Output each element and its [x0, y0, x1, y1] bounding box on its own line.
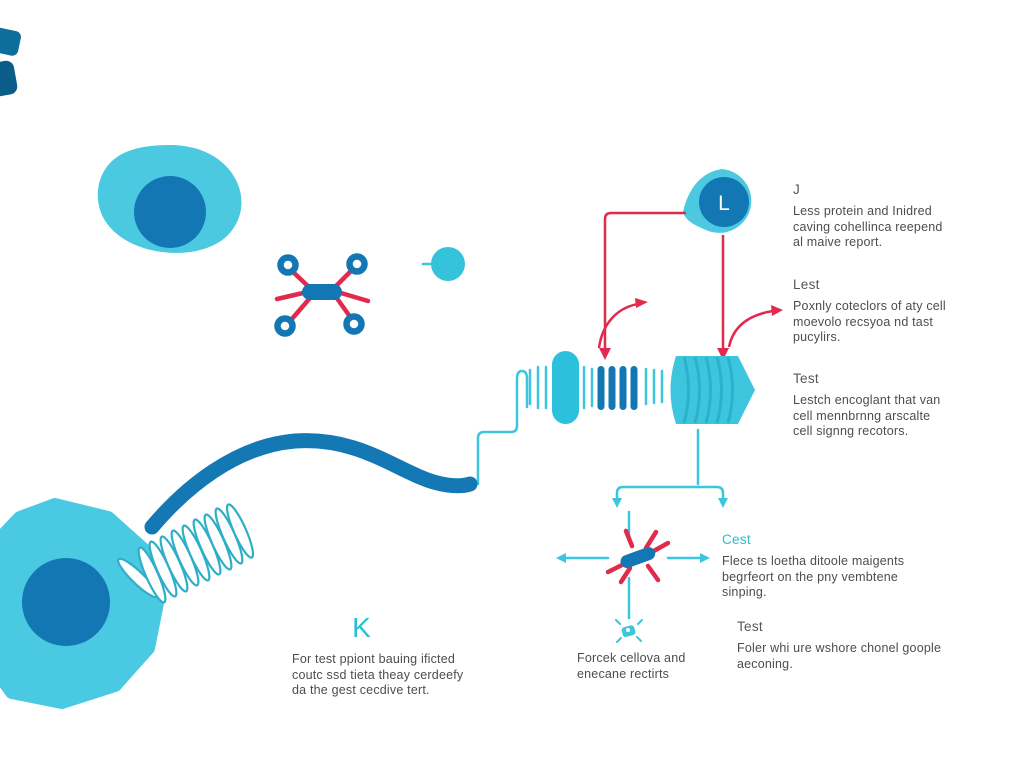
annotation-body: Flece ts loetha ditoole maigents begrfeo…	[722, 554, 905, 599]
annotation-body: Lestch encoglant that van cell mennbrnng…	[793, 393, 941, 438]
caption-bottom-left: For test ppiont bauing ificted coutc ssd…	[292, 652, 472, 699]
caption-bottom-middle: Forcek cellova and enecane rectirts	[577, 651, 717, 682]
cell-top-left	[97, 145, 242, 253]
caption-body: Forcek cellova and enecane rectirts	[577, 651, 686, 681]
cell-nucleus	[22, 558, 110, 646]
caption-body: For test ppiont bauing ificted coutc ssd…	[292, 652, 464, 697]
cell-bottom-left	[0, 498, 255, 709]
annotation-heading: J	[793, 182, 801, 197]
membrane	[476, 351, 755, 486]
ligand-dot-icon	[421, 247, 465, 281]
small-receptor-glyph	[615, 619, 643, 643]
annotation-heading: Lest	[793, 277, 820, 292]
annotation-bottom-right: Test Foler whi ure wshore chonel goople …	[737, 619, 977, 672]
effector-molecule	[556, 510, 710, 643]
membrane-ticks	[528, 365, 664, 410]
ligand-label: L	[718, 192, 730, 215]
membrane-pill	[552, 351, 579, 424]
annotation-lower-right: Test Lestch encoglant that van cell menn…	[793, 371, 983, 440]
membrane-dark-bars	[597, 366, 638, 410]
coil-receptor	[117, 503, 255, 604]
annotation-heading: Cest	[722, 532, 751, 547]
signal-tail-squiggle	[144, 433, 478, 535]
receptor-complex-icon	[274, 253, 371, 337]
membrane-connector-line	[476, 369, 529, 486]
curved-arrow-left	[597, 302, 639, 349]
signal-red-lines	[597, 211, 783, 360]
cell-nucleus	[134, 176, 206, 248]
membrane-chevron-block	[670, 356, 755, 424]
annotation-top-right: J Less protein and Inidred caving cohell…	[793, 182, 983, 251]
annotation-mid-right: Lest Poxnly coteclors of aty cell moevol…	[793, 277, 983, 346]
annotation-body: Less protein and Inidred caving cohellin…	[793, 204, 943, 249]
annotation-heading: Test	[793, 371, 819, 386]
annotation-body: Foler whi ure wshore chonel goople aecon…	[737, 641, 942, 671]
ligand-pin: L	[683, 169, 752, 233]
effector-spikes	[605, 528, 671, 585]
downstream-branch	[612, 428, 728, 508]
corner-marks	[0, 26, 21, 97]
curved-arrow-right	[727, 309, 774, 348]
kinase-label: K	[352, 612, 372, 643]
annotation-body: Poxnly coteclors of aty cell moevolo rec…	[793, 299, 946, 344]
annotation-branch-right: Cest Flece ts loetha ditoole maigents be…	[722, 532, 952, 601]
annotation-heading: Test	[737, 619, 763, 634]
